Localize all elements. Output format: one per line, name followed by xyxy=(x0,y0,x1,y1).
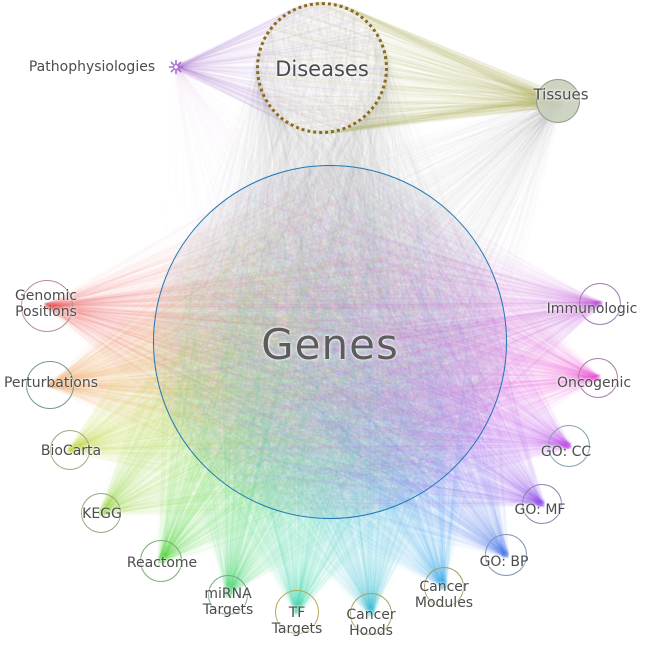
node-go-mf-circle[interactable] xyxy=(522,484,562,524)
node-mirna-targets-circle[interactable] xyxy=(208,575,248,615)
node-immunologic-circle[interactable] xyxy=(579,283,621,325)
node-reactome-circle[interactable] xyxy=(140,540,182,582)
node-oncogenic-circle[interactable] xyxy=(578,358,618,398)
node-cancer-hoods-circle[interactable] xyxy=(350,593,392,635)
node-tf-targets-circle[interactable] xyxy=(275,590,319,634)
node-cancer-modules-circle[interactable] xyxy=(424,567,464,607)
tissues-node-circle[interactable] xyxy=(536,79,580,123)
node-genomic-positions-circle[interactable] xyxy=(21,280,73,332)
diseases-hub-circle[interactable] xyxy=(256,2,388,134)
pathophysiologies-node-star-icon[interactable] xyxy=(168,59,184,75)
genes-hub-circle[interactable] xyxy=(153,165,507,519)
node-perturbations-circle[interactable] xyxy=(26,361,74,409)
node-go-cc-circle[interactable] xyxy=(548,425,590,467)
node-go-bp-circle[interactable] xyxy=(485,534,527,576)
node-kegg-circle[interactable] xyxy=(81,493,121,533)
node-biocarta-circle[interactable] xyxy=(50,430,90,470)
